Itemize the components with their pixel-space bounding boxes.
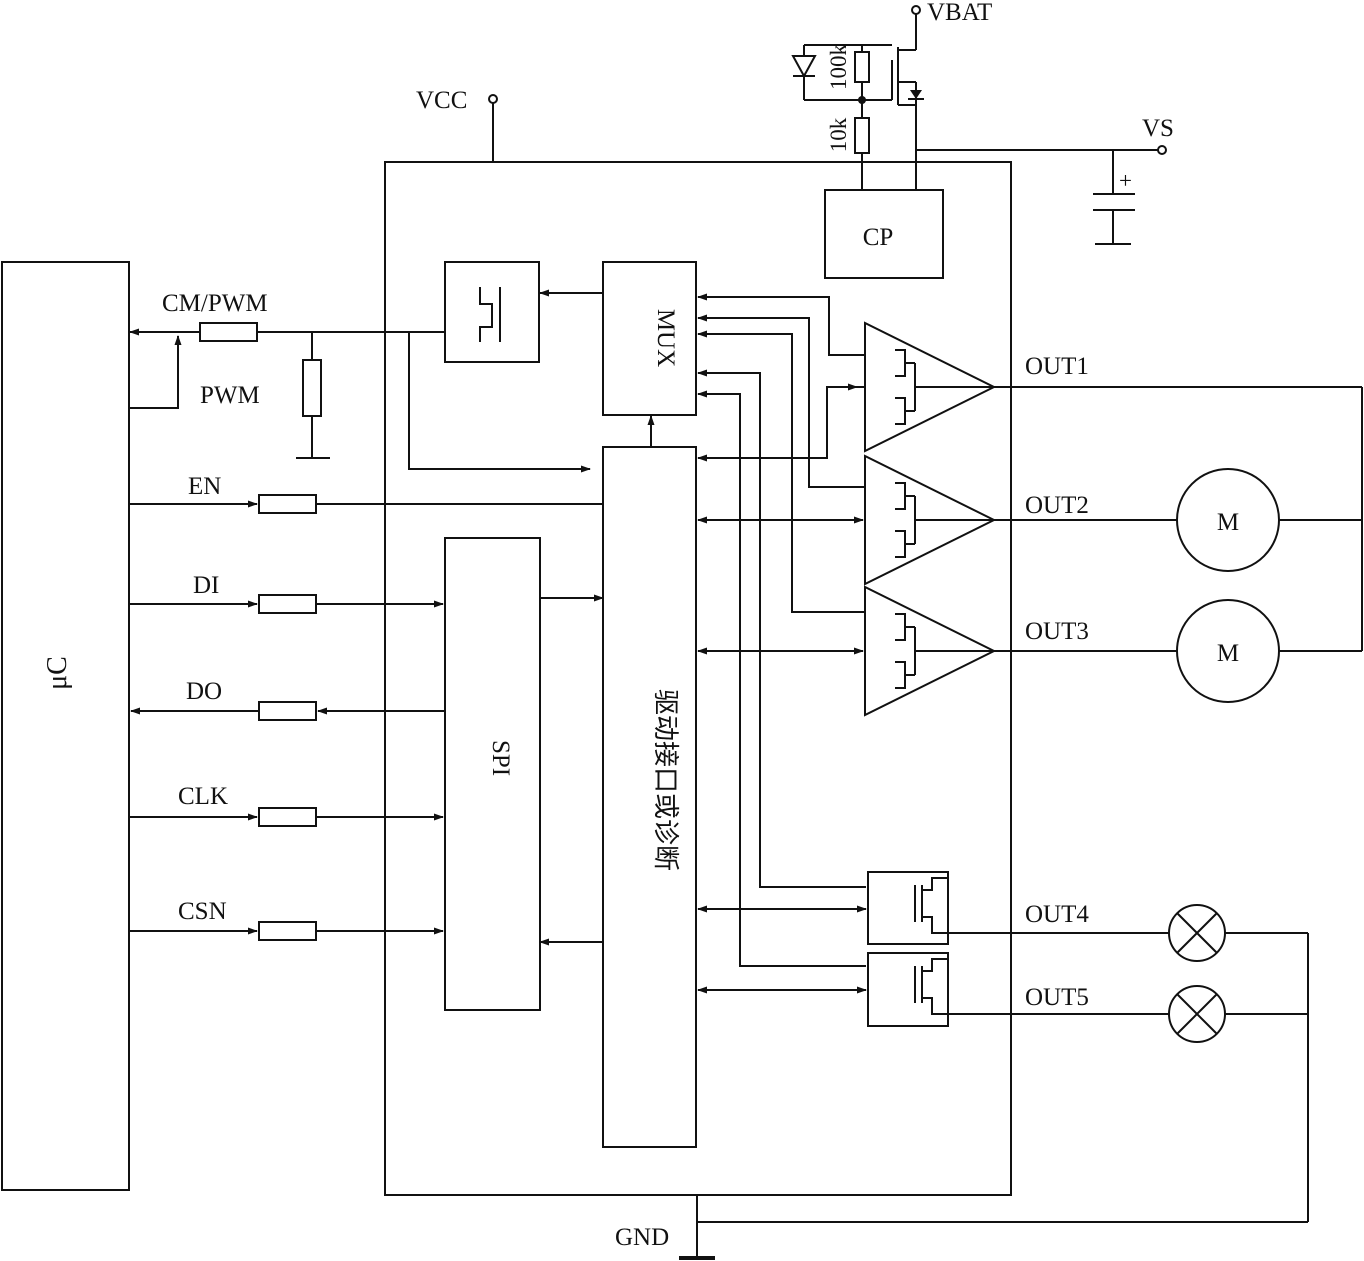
vcc-label: VCC [416,87,467,114]
out2-label: OUT2 [1025,492,1089,519]
capacitor-icon: + [1093,150,1135,245]
en-line: EN [130,473,603,514]
diode-icon [791,55,817,79]
out5-label: OUT5 [1025,984,1089,1011]
motor-label: M [1217,509,1239,536]
cp-label: CP [863,224,894,251]
driver-diagnosis-block: 驱动接口或诊断 [602,446,697,1148]
vbat-label: VBAT [927,0,992,26]
r-bottom-label: 10k [826,117,851,152]
csn-line: CSN [130,898,444,941]
spi-label: SPI [487,740,514,776]
out1-label: OUT1 [1025,353,1089,380]
cm-switch-block [444,261,540,363]
pwm-label: PWM [200,382,260,409]
spi-block: SPI [444,537,541,1011]
en-label: EN [188,473,221,500]
do-line: DO [130,678,445,721]
motor-icon: M [1176,468,1280,572]
cm-pwm-line: CM/PWM PWM [129,290,591,473]
r-top-label: 100k [826,44,851,91]
resistor-icon [854,117,870,154]
lamp-icon [1168,985,1226,1043]
resistor-icon [258,807,317,827]
motor-label: M [1217,640,1239,667]
resistor-icon [854,51,870,83]
mux-label: MUX [652,309,679,367]
half-bridge-icon [864,454,997,586]
switch-icon [867,952,949,1027]
cm-pwm-label: CM/PWM [162,290,268,317]
cap-plus-label: + [1119,168,1132,193]
out4-label: OUT4 [1025,901,1089,928]
pmos-transistor-icon [891,47,924,190]
half-bridge-icon [864,585,997,717]
motor-icon: M [1176,599,1280,703]
resistor-icon [199,322,258,342]
di-label: DI [193,572,219,599]
out3-label: OUT3 [1025,618,1089,645]
lamp-icon [1168,904,1226,962]
resistor-icon [258,494,317,514]
charge-pump-block: CP [824,189,944,279]
clk-line: CLK [130,783,444,827]
microcontroller: μC [1,261,130,1191]
resistor-icon [258,921,317,941]
mux-block: MUX [602,261,697,416]
uc-label: μC [42,656,73,690]
vs-label: VS [1142,115,1174,142]
di-line: DI [130,572,444,614]
do-label: DO [186,678,222,705]
switch-icon [479,287,493,342]
resistor-icon [258,701,317,721]
clk-label: CLK [178,783,228,810]
resistor-icon [302,359,322,417]
vcc-supply: VCC [416,87,498,162]
ground-node: GND [615,1195,1308,1260]
switch-icon [867,871,949,945]
gnd-label: GND [615,1224,669,1251]
csn-label: CSN [178,898,227,925]
resistor-icon [258,594,317,614]
driver-label: 驱动接口或诊断 [650,689,680,871]
vbat-network: VBAT 100k 10k [791,0,1174,245]
